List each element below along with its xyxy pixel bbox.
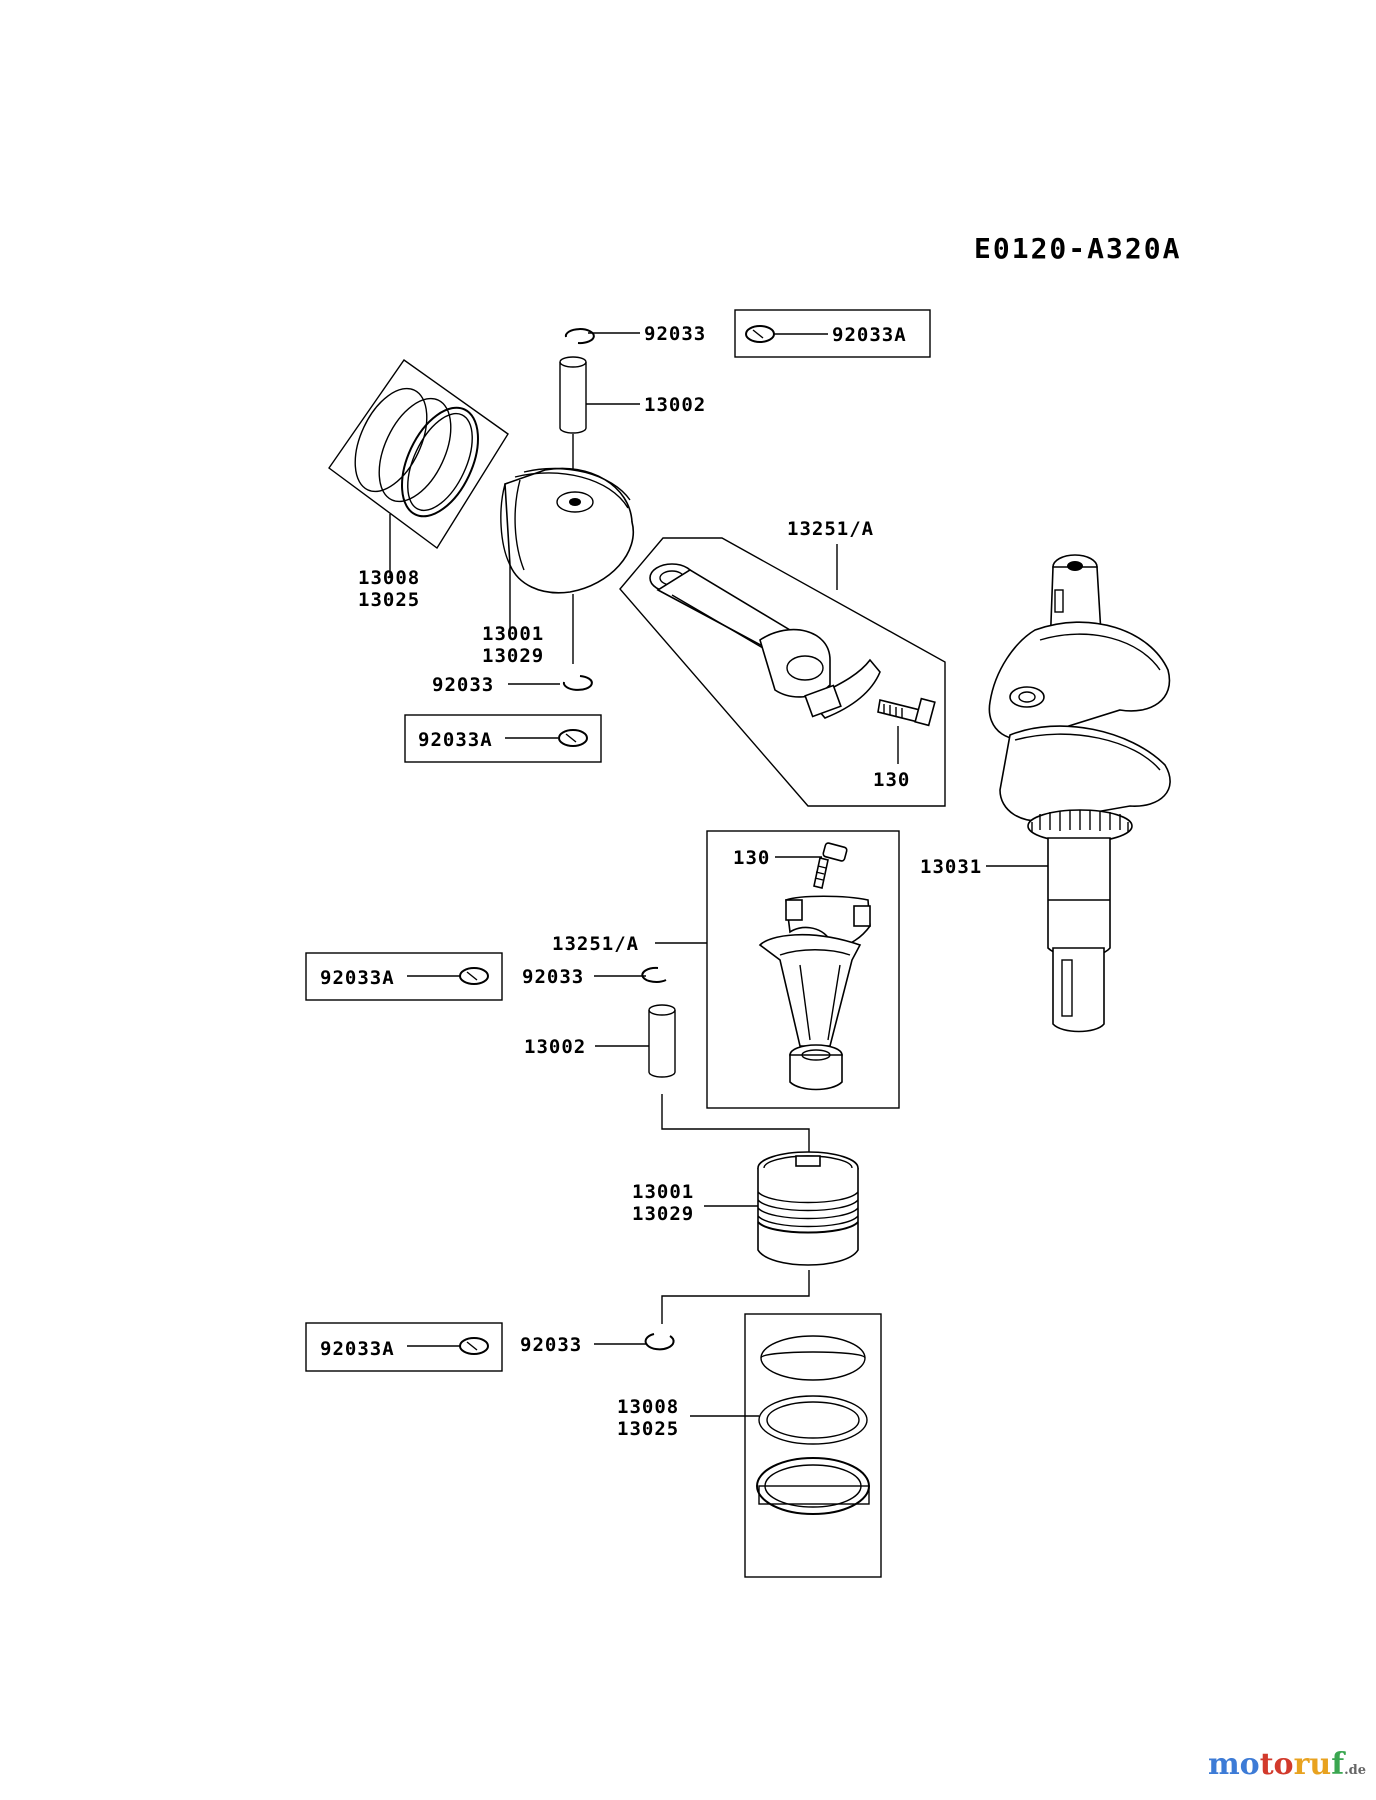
label-top-rings-a: 13008 xyxy=(358,567,420,589)
circlip-top-lower xyxy=(508,675,593,691)
label-rod-lower: 13251/A xyxy=(552,933,639,955)
label-top-clip: 92033 xyxy=(644,323,706,345)
label-mid-pin: 13002 xyxy=(524,1036,586,1058)
box-top-clip-alt xyxy=(734,309,931,358)
label-rod-upper-bolt: 130 xyxy=(873,769,910,791)
logo-part-3: ru xyxy=(1293,1747,1332,1782)
label-mid-piston-a: 13001 xyxy=(632,1181,694,1203)
ring-set-bottom xyxy=(690,1313,882,1578)
label-crankshaft: 13031 xyxy=(920,856,982,878)
connecting-rod-upper-group xyxy=(619,537,946,807)
crankshaft xyxy=(986,554,1171,1033)
crank-gear xyxy=(1027,809,1133,843)
logo-part-1: mo xyxy=(1207,1747,1260,1782)
piston-top xyxy=(500,467,635,664)
label-mid-clip-alt: 92033A xyxy=(320,967,395,989)
piston-pin-mid xyxy=(595,1004,810,1156)
label-top-clip-alt: 92033A xyxy=(832,324,907,346)
label-bot-rings-b: 13025 xyxy=(617,1418,679,1440)
circlip-mid xyxy=(594,966,667,983)
label-top-piston-a: 13001 xyxy=(482,623,544,645)
label-top-lower-clip: 92033 xyxy=(432,674,494,696)
label-mid-piston-b: 13029 xyxy=(632,1203,694,1225)
ring-set-top xyxy=(328,359,509,578)
motoruf-watermark-logo: motoruf.de xyxy=(1208,1747,1366,1782)
logo-part-2: to xyxy=(1259,1747,1294,1782)
logo-domain: .de xyxy=(1344,1763,1366,1778)
piston-mid xyxy=(661,1151,859,1324)
rod-bolt-upper xyxy=(877,697,936,727)
label-top-lower-clip-alt: 92033A xyxy=(418,729,493,751)
circlip-top xyxy=(564,328,640,345)
circlip-bot xyxy=(594,1333,675,1351)
label-top-piston-b: 13029 xyxy=(482,645,544,667)
box-top-lower-clip-alt xyxy=(404,714,602,763)
label-mid-clip: 92033 xyxy=(522,966,584,988)
label-rod-upper: 13251/A xyxy=(787,518,874,540)
logo-part-4: f xyxy=(1331,1747,1345,1782)
diagram-code: E0120-A320A xyxy=(974,232,1181,265)
box-bot-clip-alt xyxy=(305,1322,503,1372)
label-rod-lower-bolt: 130 xyxy=(733,847,770,869)
label-bot-clip: 92033 xyxy=(520,1334,582,1356)
rod-bolt-lower xyxy=(813,842,848,889)
connecting-rod-lower-group xyxy=(655,830,900,1109)
label-top-rings-b: 13025 xyxy=(358,589,420,611)
label-top-pin: 13002 xyxy=(644,394,706,416)
label-bot-rings-a: 13008 xyxy=(617,1396,679,1418)
label-bot-clip-alt: 92033A xyxy=(320,1338,395,1360)
box-mid-clip-alt xyxy=(305,952,503,1001)
